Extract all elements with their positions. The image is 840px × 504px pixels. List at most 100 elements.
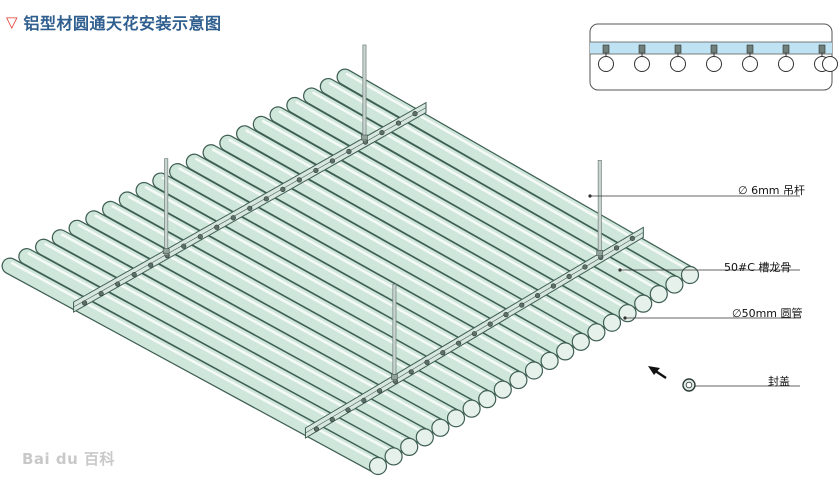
hanger-rod bbox=[361, 44, 368, 142]
tube-end-cap bbox=[571, 332, 590, 351]
channel-bolt bbox=[329, 158, 336, 164]
round-tube-label: ∅50mm 圆管 bbox=[732, 307, 803, 320]
tube-end-cap bbox=[400, 437, 419, 456]
channel-bolt bbox=[519, 302, 525, 308]
leader-dot bbox=[588, 194, 592, 198]
channel-bolt bbox=[377, 388, 383, 394]
channel-bolt bbox=[503, 312, 509, 318]
channel-keel-label: 50#C 槽龙骨 bbox=[724, 261, 792, 274]
channel-bolt bbox=[313, 426, 320, 432]
tube-array bbox=[1, 68, 700, 476]
inset-clip bbox=[818, 44, 826, 54]
round-tube bbox=[1, 257, 388, 476]
triangle-marker-icon: ▽ bbox=[6, 12, 18, 31]
direction-arrow-icon bbox=[648, 366, 667, 380]
tube-end-cap bbox=[602, 313, 622, 332]
rod-clip bbox=[162, 248, 170, 254]
inset-tube-section bbox=[822, 56, 838, 72]
channel-bolt bbox=[329, 416, 335, 423]
inset-tube-section bbox=[670, 56, 686, 72]
tube-end-cap bbox=[431, 418, 450, 437]
channel-bolt bbox=[534, 292, 541, 299]
channel-bolt bbox=[361, 397, 367, 404]
channel-bolt bbox=[424, 359, 430, 365]
channel-bolt bbox=[98, 290, 104, 297]
tube-end-cap bbox=[478, 390, 497, 409]
inset-clip bbox=[674, 44, 682, 54]
tube-end-cap bbox=[587, 323, 606, 342]
channel-bolt bbox=[379, 129, 385, 136]
inset-tube-section bbox=[742, 56, 758, 72]
channel-bolt bbox=[181, 243, 187, 249]
title-block: ▽ 铝型材圆通天花安装示意图 bbox=[6, 10, 222, 34]
tube-end-cap bbox=[384, 447, 403, 466]
rod-shaft bbox=[392, 283, 397, 381]
inset-tube-section bbox=[778, 56, 794, 72]
rod-shaft bbox=[597, 160, 602, 257]
tube-body bbox=[2, 258, 386, 474]
tube-end-cap bbox=[556, 342, 575, 361]
tube-end-cap bbox=[446, 409, 466, 428]
inset-tube-section bbox=[706, 56, 722, 72]
channel-bolt bbox=[81, 300, 88, 306]
tube-end-cap bbox=[493, 380, 512, 399]
round-tube bbox=[18, 248, 403, 466]
page-title: 铝型材圆通天花安装示意图 bbox=[23, 14, 222, 33]
channel-bolt bbox=[471, 331, 477, 337]
arrow-head bbox=[648, 366, 660, 375]
tube-end-cap bbox=[415, 428, 434, 447]
channel-bolt bbox=[408, 369, 414, 375]
leader-dot bbox=[623, 316, 627, 320]
tube-body bbox=[53, 230, 433, 445]
channel-bolt bbox=[395, 120, 402, 126]
channel-bolt bbox=[230, 215, 236, 221]
hanger-rod-label: ∅ 6mm 吊杆 bbox=[738, 184, 806, 197]
watermark-logo: Bai du 百科 bbox=[22, 450, 116, 468]
channel-bolt bbox=[613, 245, 620, 251]
inset-clip bbox=[746, 44, 754, 54]
tube-end-cap bbox=[649, 285, 668, 304]
channel-bolt bbox=[629, 235, 635, 241]
rod-shaft bbox=[362, 44, 367, 142]
channel-bolt bbox=[296, 177, 302, 183]
channel-bolt bbox=[487, 321, 493, 327]
channel-bolt bbox=[247, 205, 253, 211]
cross-section-inset bbox=[589, 23, 838, 91]
channel-bolt bbox=[440, 350, 446, 356]
channel-keel-front bbox=[304, 226, 644, 439]
inset-tube-section bbox=[634, 56, 650, 72]
tube-end-cap bbox=[540, 351, 559, 371]
hanger-rod bbox=[391, 283, 398, 381]
channel-bolt bbox=[131, 271, 137, 278]
leader-dot bbox=[618, 268, 622, 272]
hanger-rod bbox=[596, 160, 604, 257]
rod-shaft bbox=[164, 158, 169, 256]
channel-bolt bbox=[197, 234, 203, 240]
channel-bolt bbox=[455, 340, 462, 346]
channel-bolt bbox=[550, 283, 556, 289]
end-cap-label: 封盖 bbox=[768, 375, 790, 388]
tube-end-cap bbox=[524, 361, 544, 380]
inset-clip bbox=[638, 44, 646, 54]
channel-keel-back bbox=[73, 101, 427, 313]
channel-bolt bbox=[280, 186, 286, 192]
tube-end-cap bbox=[634, 294, 653, 313]
hanger-rod bbox=[162, 158, 170, 256]
channel-bolt bbox=[412, 110, 418, 117]
rod-clip bbox=[361, 134, 368, 141]
inset-clip bbox=[782, 44, 790, 54]
channel-bolt bbox=[263, 196, 269, 202]
tube-end-cap bbox=[509, 370, 528, 390]
channel-bolt bbox=[345, 407, 351, 413]
tube-body bbox=[36, 239, 417, 455]
rod-clip bbox=[391, 374, 398, 380]
end-cap-detail bbox=[682, 378, 696, 392]
tube-body bbox=[19, 249, 401, 464]
channel-bolt bbox=[346, 148, 352, 155]
inset-tube-section bbox=[598, 56, 614, 72]
tube-end-cap bbox=[665, 275, 684, 294]
channel-bolt bbox=[582, 264, 588, 270]
channel-bolt bbox=[148, 262, 154, 268]
